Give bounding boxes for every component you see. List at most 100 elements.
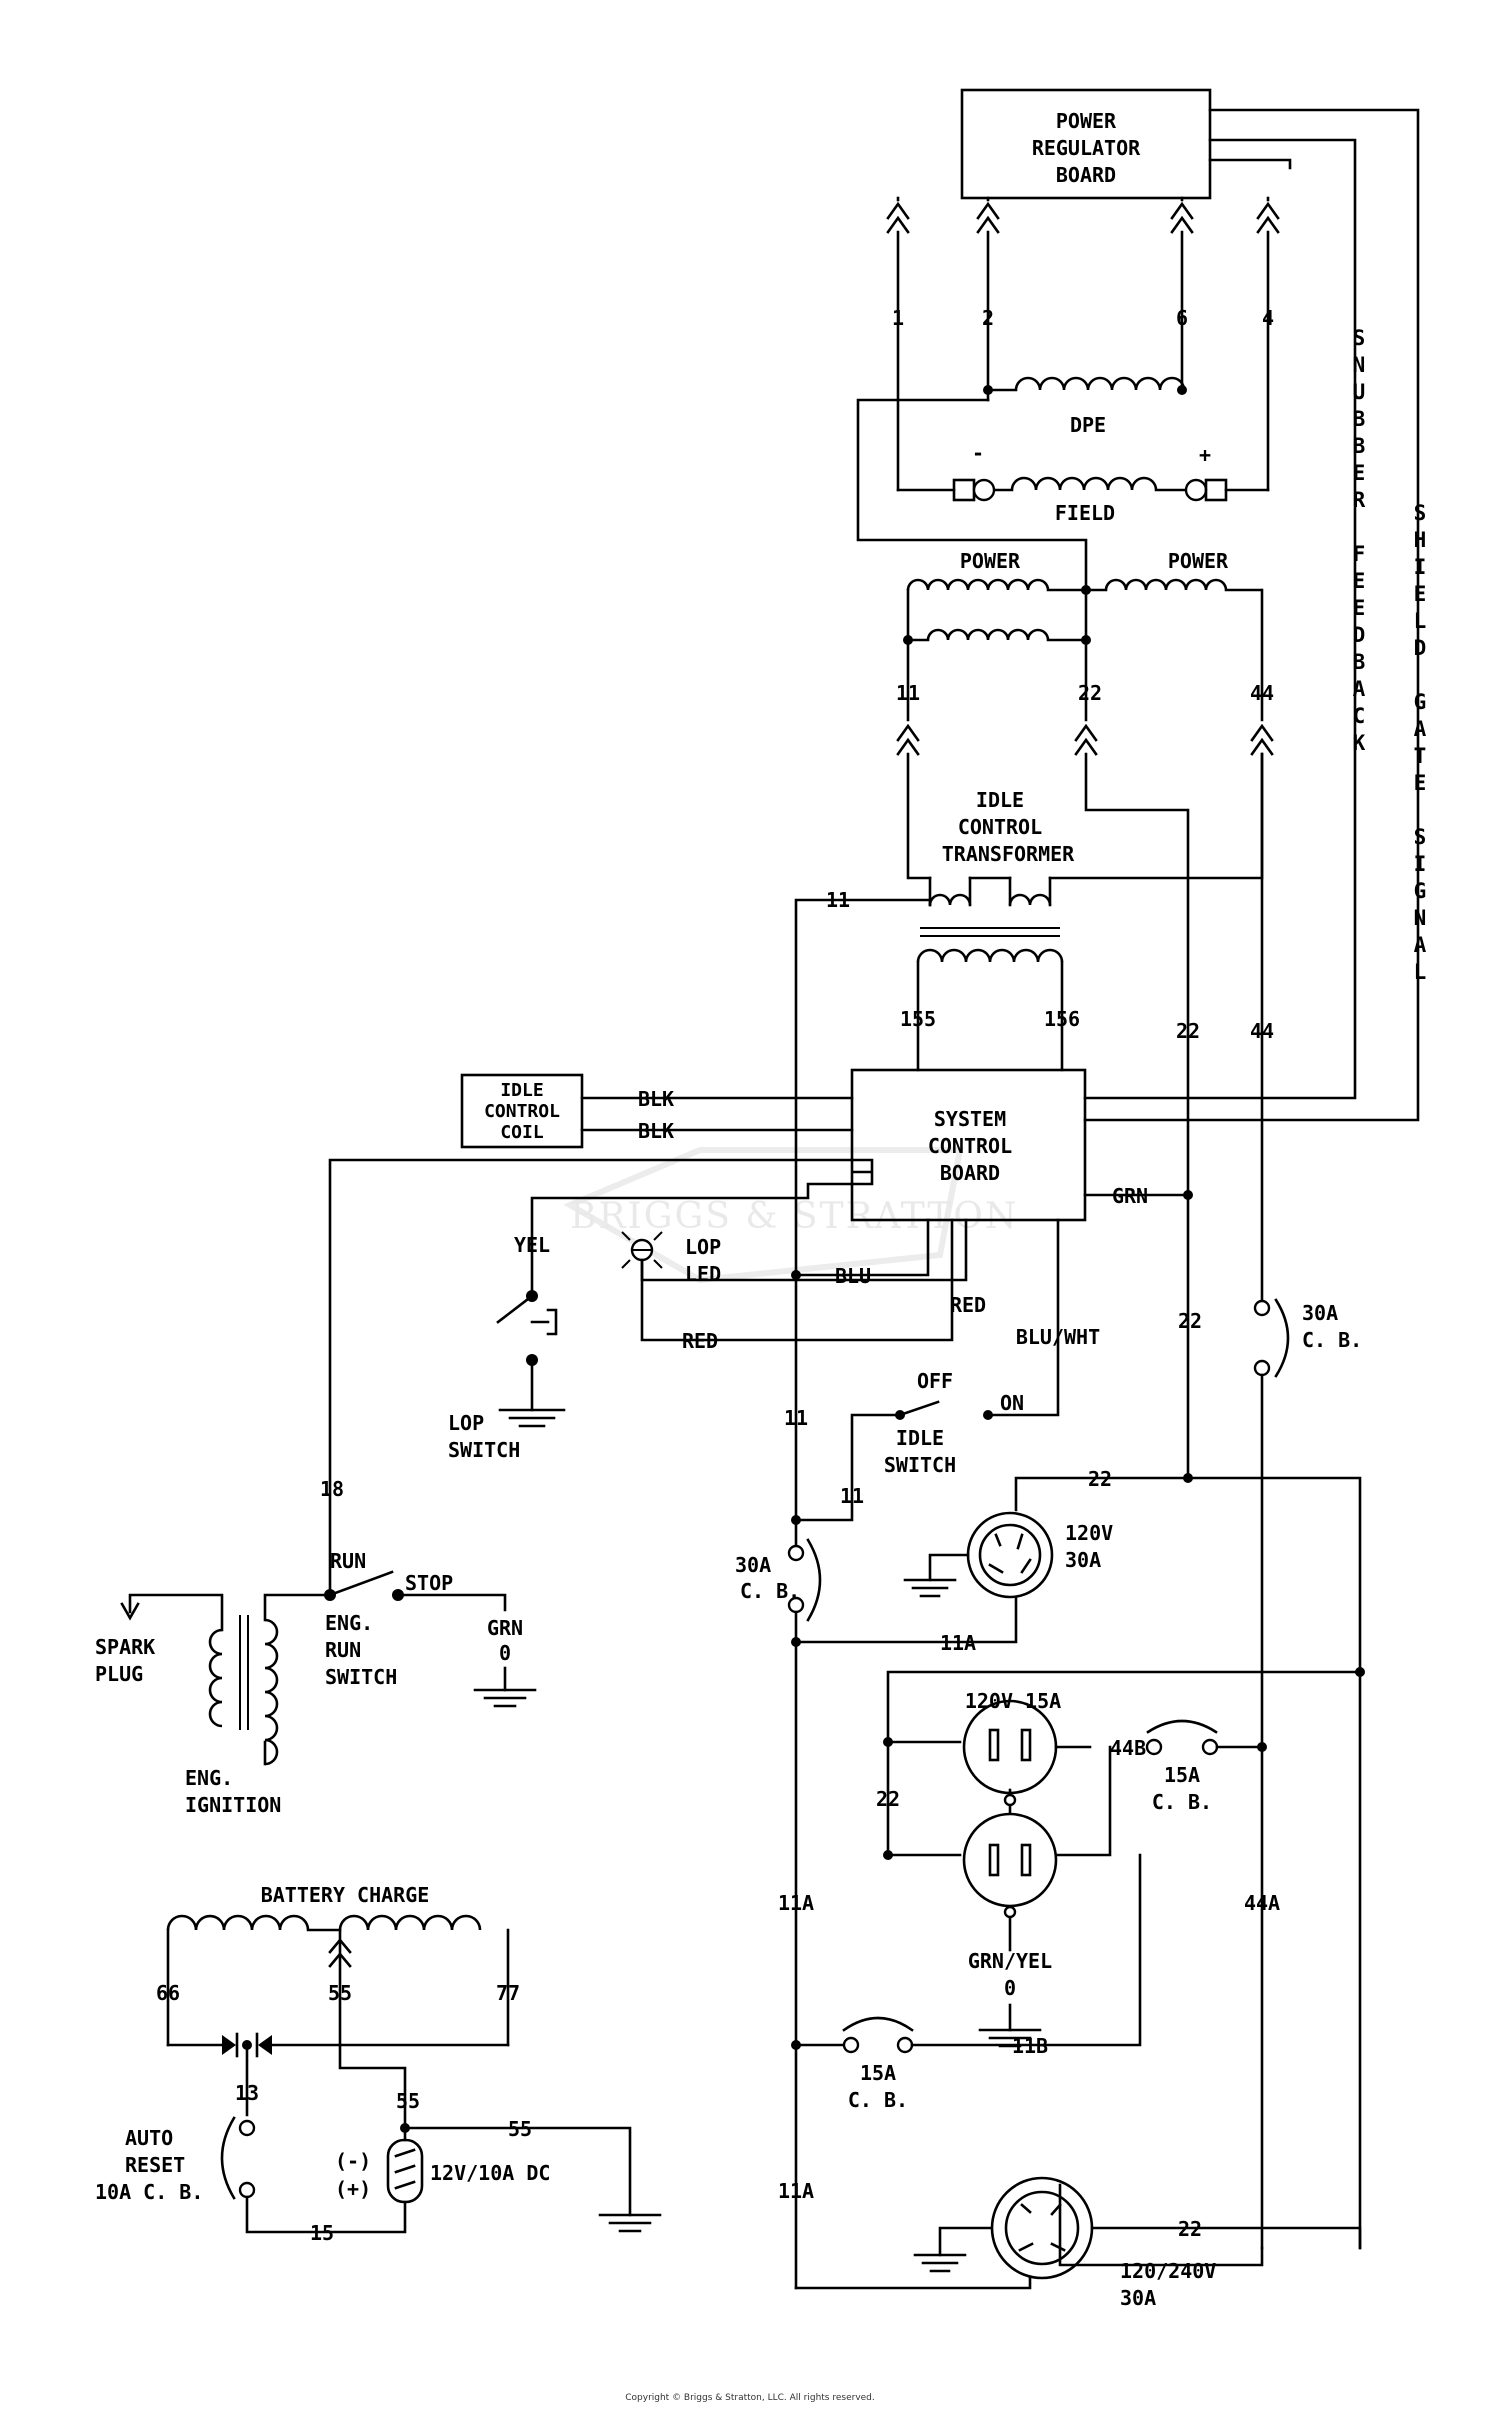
svg-text:COIL: COIL (500, 1122, 544, 1143)
svg-text:ENG.: ENG. (325, 1611, 373, 1635)
svg-text:RUN: RUN (325, 1638, 361, 1662)
svg-text:13: 13 (235, 2081, 259, 2105)
receptacle-120v-30a: 22 11A 120V 30A (794, 1467, 1362, 2250)
svg-text:L: L (1414, 960, 1427, 984)
cb-30a-left: 30A C. B. (735, 1538, 822, 2290)
svg-text:C. B.: C. B. (740, 1579, 800, 1603)
receptacle-120-240v: 22 120/240V 30A (794, 2176, 1362, 2310)
svg-text:BLK: BLK (638, 1119, 674, 1143)
svg-text:C: C (1353, 704, 1366, 728)
svg-text:R: R (1353, 488, 1366, 512)
svg-text:S: S (1414, 825, 1427, 849)
svg-text:18: 18 (320, 1477, 344, 1501)
svg-text:T: T (1414, 744, 1427, 768)
svg-text:CONTROL: CONTROL (484, 1101, 560, 1122)
svg-text:11B: 11B (1012, 2034, 1048, 2058)
svg-text:IDLE: IDLE (500, 1080, 543, 1101)
svg-text:E: E (1353, 461, 1366, 485)
svg-text:1: 1 (892, 306, 904, 330)
svg-text:22: 22 (1078, 681, 1102, 705)
svg-text:CONTROL: CONTROL (928, 1134, 1012, 1158)
svg-text:K: K (1353, 731, 1366, 755)
svg-text:11: 11 (784, 1406, 808, 1430)
dc-rectifier-circuit: 13 55 AUTO RESET 10A C. B. 15 (-) (+) 12… (95, 2032, 662, 2245)
wire-22-44: 22 44 22 (1084, 752, 1274, 1480)
svg-text:SYSTEM: SYSTEM (934, 1107, 1006, 1131)
svg-text:RED: RED (682, 1329, 718, 1353)
svg-text:6: 6 (1176, 306, 1188, 330)
idle-switch: BLU/WHT OFF ON IDLE SWITCH 11 11 (784, 1218, 1100, 1525)
svg-text:55: 55 (508, 2117, 532, 2141)
eng-ignition: SPARK PLUG ENG. IGNITION (95, 1593, 332, 1817)
svg-text:LED: LED (685, 1262, 721, 1286)
svg-text:E: E (1353, 596, 1366, 620)
svg-text:15A: 15A (860, 2061, 896, 2085)
blu-wire: BLU (791, 1218, 930, 1288)
svg-text:N: N (1414, 906, 1427, 930)
svg-text:BOARD: BOARD (1056, 163, 1116, 187)
svg-text:55: 55 (396, 2089, 420, 2113)
svg-text:44: 44 (1250, 1019, 1274, 1043)
receptacle-120v-15a: 120V 15A 22 44B GRN/YEL 0 (876, 1667, 1365, 2048)
svg-text:15: 15 (310, 2221, 334, 2245)
cb-30a-right: 30A C. B. (1253, 1298, 1362, 2250)
cb-15a-top: 15A C. B. (1145, 1719, 1267, 1814)
svg-text:RED: RED (950, 1293, 986, 1317)
svg-text:S: S (1414, 501, 1427, 525)
svg-text:44B: 44B (1110, 1736, 1146, 1760)
svg-text:22: 22 (1176, 1019, 1200, 1043)
svg-text:30A: 30A (1120, 2286, 1156, 2310)
svg-text:CONTROL: CONTROL (958, 815, 1042, 839)
svg-text:22: 22 (876, 1787, 900, 1811)
svg-text:2: 2 (982, 306, 994, 330)
svg-text:A: A (1353, 677, 1366, 701)
power-regulator-board: POWER REGULATOR BOARD (960, 88, 1212, 200)
svg-text:120V: 120V (1065, 1521, 1113, 1545)
svg-text:66: 66 (156, 1981, 180, 2005)
svg-text:E: E (1414, 582, 1427, 606)
wire-11a-labels: 11A 11A 44A (778, 1891, 1280, 2203)
svg-text:SWITCH: SWITCH (325, 1665, 397, 1689)
svg-text:B: B (1353, 650, 1366, 674)
svg-text:B: B (1353, 434, 1366, 458)
regulator-connectors (886, 201, 1280, 234)
svg-text:30A: 30A (1065, 1548, 1101, 1572)
svg-text:A: A (1414, 933, 1427, 957)
power-windings: POWER POWER 11 22 44 (896, 549, 1274, 756)
svg-text:0: 0 (499, 1641, 511, 1665)
regulator-wires: 1 2 6 4 (892, 196, 1274, 492)
wire-11-top: 11 (794, 888, 932, 1547)
svg-text:IDLE: IDLE (976, 788, 1024, 812)
svg-text:15A: 15A (1164, 1763, 1200, 1787)
svg-text:D: D (1353, 623, 1366, 647)
lop-switch: YEL LOP SWITCH (448, 1182, 854, 1462)
svg-text:G: G (1414, 690, 1427, 714)
svg-text:RESET: RESET (125, 2153, 185, 2177)
svg-text:POWER: POWER (1056, 109, 1117, 133)
idle-control-transformer: IDLE CONTROL TRANSFORMER 155 156 (900, 752, 1264, 1072)
svg-text:11A: 11A (778, 2179, 814, 2203)
svg-text:44A: 44A (1244, 1891, 1280, 1915)
svg-text:155: 155 (900, 1007, 936, 1031)
svg-text:RUN: RUN (330, 1549, 366, 1573)
field-winding: - + FIELD (896, 441, 1270, 525)
svg-text:22: 22 (1178, 1309, 1202, 1333)
snubber-feedback-label: S N U B B E R F E E D B A C K (1353, 326, 1366, 755)
svg-text:ENG.: ENG. (185, 1766, 233, 1790)
svg-text:(+): (+) (335, 2177, 371, 2201)
svg-text:I: I (1414, 852, 1427, 876)
svg-text:U: U (1353, 380, 1366, 404)
watermark-text: BRIGGS & STRATTON (570, 1196, 1018, 1237)
svg-text:D: D (1414, 636, 1427, 660)
svg-text:POWER: POWER (1168, 549, 1229, 573)
svg-text:B: B (1353, 407, 1366, 431)
svg-text:-: - (972, 441, 984, 465)
svg-text:LOP: LOP (448, 1411, 484, 1435)
watermark: BRIGGS & STRATTON (563, 1147, 1018, 1284)
svg-text:22: 22 (1178, 2217, 1202, 2241)
svg-text:S: S (1353, 326, 1366, 350)
svg-text:SPARK: SPARK (95, 1635, 155, 1659)
svg-text:N: N (1353, 353, 1366, 377)
